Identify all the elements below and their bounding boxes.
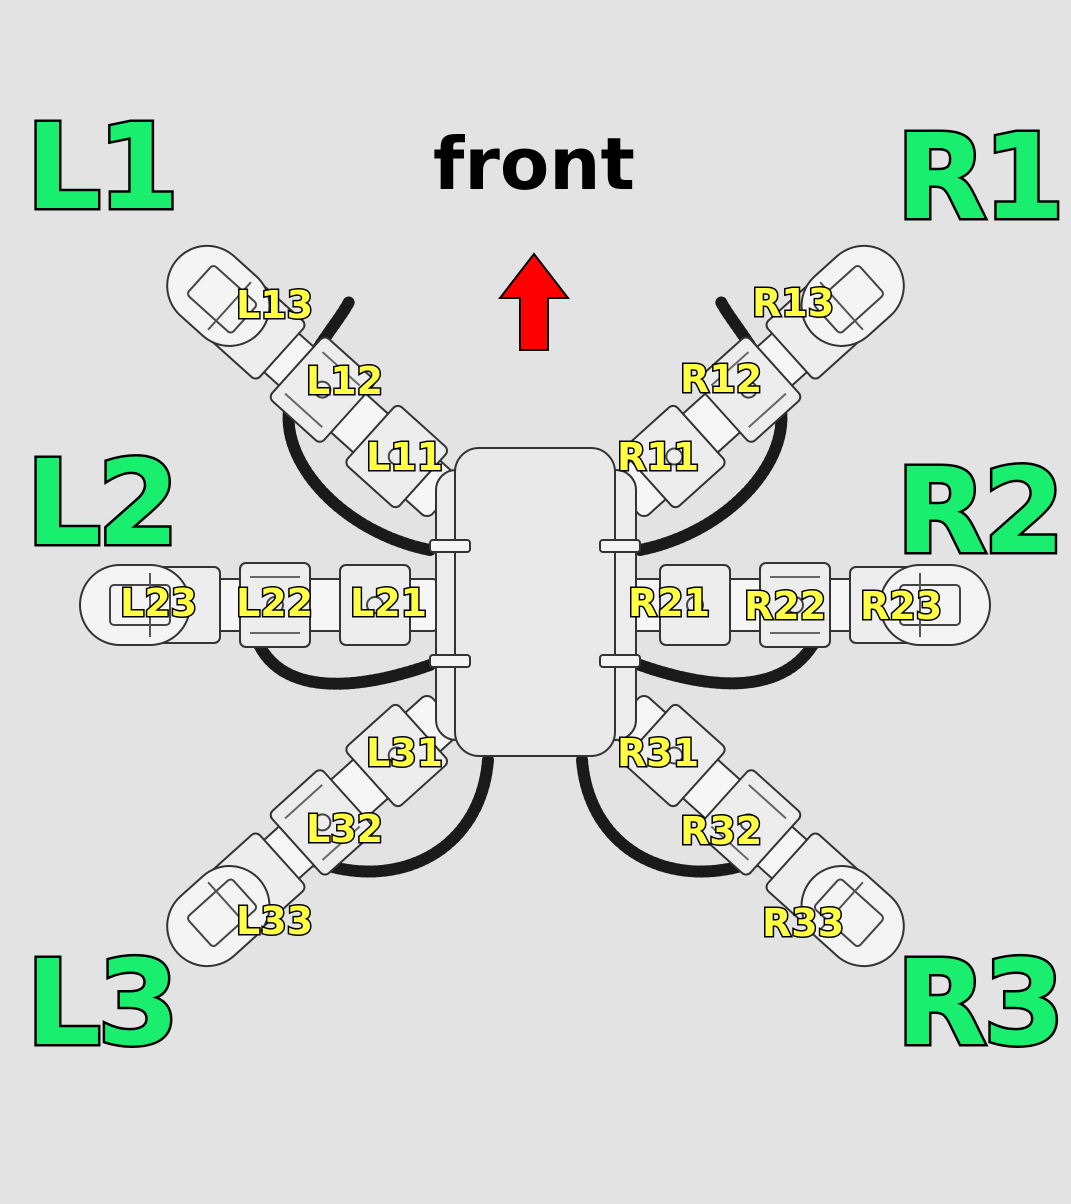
joint-label-l12: L12 <box>304 359 384 403</box>
joint-label-l23: L23 <box>118 581 198 625</box>
joint-label-r22: R22 <box>742 584 827 628</box>
joint-label-r23: R23 <box>858 584 943 628</box>
joint-label-l11: L11 <box>364 435 444 479</box>
leg-label-l3: L3 <box>23 934 181 1072</box>
leg-label-r1: R1 <box>894 108 1068 246</box>
joint-label-r13: R13 <box>750 281 835 325</box>
joint-label-r12: R12 <box>678 357 763 401</box>
joint-label-r21: R21 <box>626 581 711 625</box>
leg-label-l1: L1 <box>23 98 181 236</box>
front-arrow-icon <box>498 252 570 351</box>
joint-label-r32: R32 <box>678 809 763 853</box>
joint-label-l32: L32 <box>304 807 384 851</box>
front-direction-label: front <box>433 122 635 206</box>
leg-label-l2: L2 <box>23 434 181 572</box>
leg-label-r3: R3 <box>894 934 1068 1072</box>
leg-label-r2: R2 <box>894 442 1068 580</box>
joint-label-r31: R31 <box>615 731 700 775</box>
joint-label-l13: L13 <box>234 283 314 327</box>
joint-label-l31: L31 <box>364 731 444 775</box>
joint-label-r33: R33 <box>760 901 845 945</box>
joint-label-l21: L21 <box>348 581 428 625</box>
joint-label-l33: L33 <box>234 899 314 943</box>
joint-label-r11: R11 <box>615 435 700 479</box>
joint-label-l22: L22 <box>234 581 314 625</box>
